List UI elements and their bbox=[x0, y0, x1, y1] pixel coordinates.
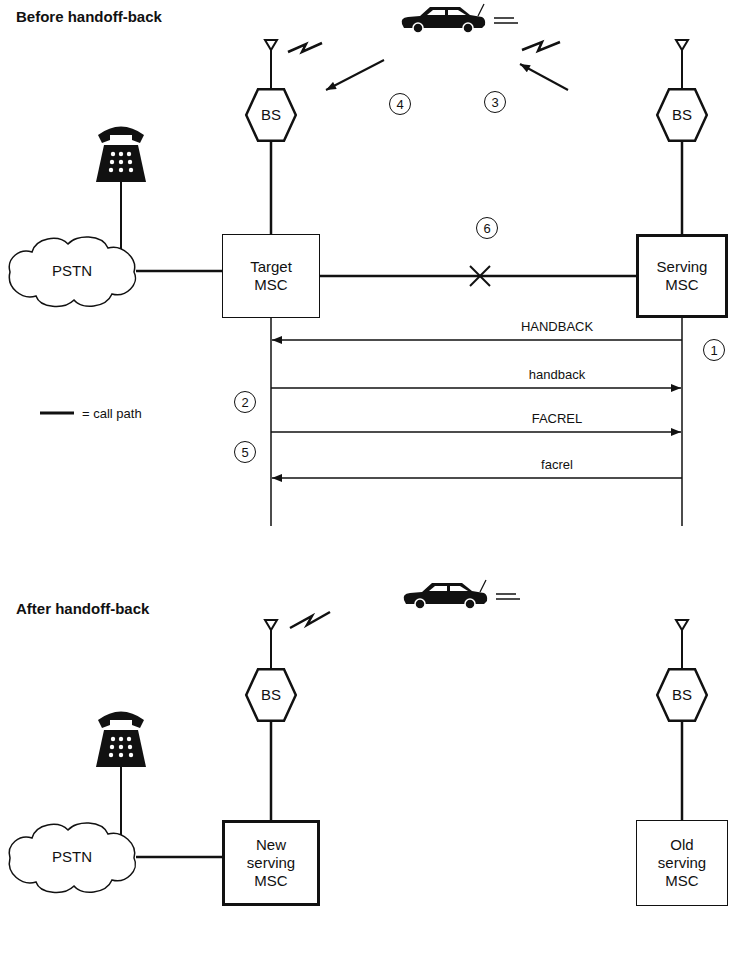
section-heading-text: After handoff-back bbox=[16, 600, 149, 617]
message-name-text: FACREL bbox=[532, 411, 583, 426]
antenna-symbol bbox=[676, 620, 688, 630]
legend-entry: = call path bbox=[40, 406, 142, 421]
message-name: HANDBACK bbox=[521, 319, 593, 334]
message-name: facrel bbox=[541, 457, 573, 472]
hexagon-outline bbox=[657, 669, 707, 721]
hexagon-outline bbox=[246, 669, 296, 721]
callout-number: 6 bbox=[476, 217, 498, 239]
node-text: BS bbox=[261, 106, 281, 124]
cloud-outline bbox=[9, 823, 135, 892]
call-path bbox=[681, 142, 684, 234]
lifeline bbox=[271, 318, 682, 526]
section-heading: After handoff-back bbox=[16, 600, 149, 617]
legend-sample bbox=[40, 407, 74, 419]
callout-number: 5 bbox=[234, 441, 256, 463]
call-path bbox=[270, 722, 273, 820]
node-text: Old serving MSC bbox=[646, 836, 718, 890]
hexagon-outline bbox=[246, 89, 296, 141]
radio-link bbox=[290, 612, 330, 628]
antenna-symbol bbox=[265, 40, 277, 50]
lifeline bbox=[270, 318, 272, 526]
callout-number: 1 bbox=[703, 339, 725, 361]
callout-number-text: 2 bbox=[241, 395, 248, 410]
movement-arrow bbox=[520, 64, 568, 90]
lifeline bbox=[681, 318, 683, 526]
antenna-symbol bbox=[265, 620, 688, 668]
section-heading: Before handoff-back bbox=[16, 8, 162, 25]
movement-arrow bbox=[326, 60, 384, 90]
car-icon bbox=[404, 580, 520, 609]
antenna-symbol bbox=[681, 50, 683, 88]
callout-number: 3 bbox=[484, 91, 506, 113]
node-text: Target MSC bbox=[235, 258, 307, 294]
node-text: BS bbox=[261, 686, 281, 704]
telephone-icon bbox=[96, 127, 146, 183]
callout-number-text: 1 bbox=[710, 343, 717, 358]
switch-box: Old serving MSC bbox=[636, 820, 728, 906]
radio-link bbox=[288, 42, 560, 52]
message-arrow bbox=[271, 431, 681, 433]
callout-number: 2 bbox=[234, 391, 256, 413]
base-station: BS bbox=[245, 88, 297, 142]
call-path bbox=[136, 856, 222, 859]
call-path bbox=[136, 270, 222, 273]
phone-line bbox=[120, 767, 122, 838]
antenna-symbol bbox=[676, 40, 688, 50]
callout-number-text: 5 bbox=[241, 445, 248, 460]
message-name-text: handback bbox=[529, 367, 585, 382]
antenna-symbol bbox=[681, 630, 683, 668]
car-icon bbox=[402, 4, 518, 33]
message-name: handback bbox=[529, 367, 585, 382]
network-cloud: PSTN bbox=[8, 818, 136, 896]
base-station: BS bbox=[656, 88, 708, 142]
call-path bbox=[681, 722, 684, 820]
call-path bbox=[320, 275, 636, 278]
switch-box: Target MSC bbox=[222, 234, 320, 318]
call-path bbox=[270, 142, 273, 234]
node-text: PSTN bbox=[52, 848, 92, 866]
network-cloud: PSTN bbox=[8, 232, 136, 310]
movement-arrow bbox=[326, 60, 568, 90]
node-text: PSTN bbox=[52, 262, 92, 280]
switch-box: New serving MSC bbox=[222, 820, 320, 906]
base-station: BS bbox=[245, 668, 297, 722]
hexagon-outline bbox=[657, 89, 707, 141]
node-text: BS bbox=[672, 686, 692, 704]
callout-number-text: 4 bbox=[396, 97, 403, 112]
antenna-symbol bbox=[270, 630, 272, 668]
section-heading-text: Before handoff-back bbox=[16, 8, 162, 25]
callout-number-text: 6 bbox=[483, 221, 490, 236]
message-name-text: facrel bbox=[541, 457, 573, 472]
telephone-icon bbox=[96, 712, 146, 768]
node-text: Serving MSC bbox=[646, 258, 718, 294]
message-arrow bbox=[272, 339, 682, 341]
message-arrow bbox=[271, 387, 681, 389]
message-arrow bbox=[271, 340, 682, 478]
callout-number-text: 3 bbox=[491, 95, 498, 110]
message-arrow bbox=[272, 477, 682, 479]
legend-text: = call path bbox=[82, 406, 142, 421]
node-text: BS bbox=[672, 106, 692, 124]
base-station: BS bbox=[656, 668, 708, 722]
radio-link bbox=[288, 43, 322, 52]
antenna-symbol bbox=[265, 620, 277, 630]
legend-line bbox=[40, 412, 74, 415]
radio-link bbox=[522, 42, 560, 51]
antenna-symbol bbox=[270, 50, 272, 88]
callout-number: 4 bbox=[389, 93, 411, 115]
switch-box: Serving MSC bbox=[636, 234, 728, 318]
radio-link bbox=[290, 612, 330, 628]
phone-line bbox=[120, 182, 122, 252]
message-name: FACREL bbox=[532, 411, 583, 426]
message-name-text: HANDBACK bbox=[521, 319, 593, 334]
cloud-outline bbox=[9, 237, 135, 306]
node-text: New serving MSC bbox=[235, 836, 307, 890]
antenna-symbol bbox=[265, 40, 688, 88]
